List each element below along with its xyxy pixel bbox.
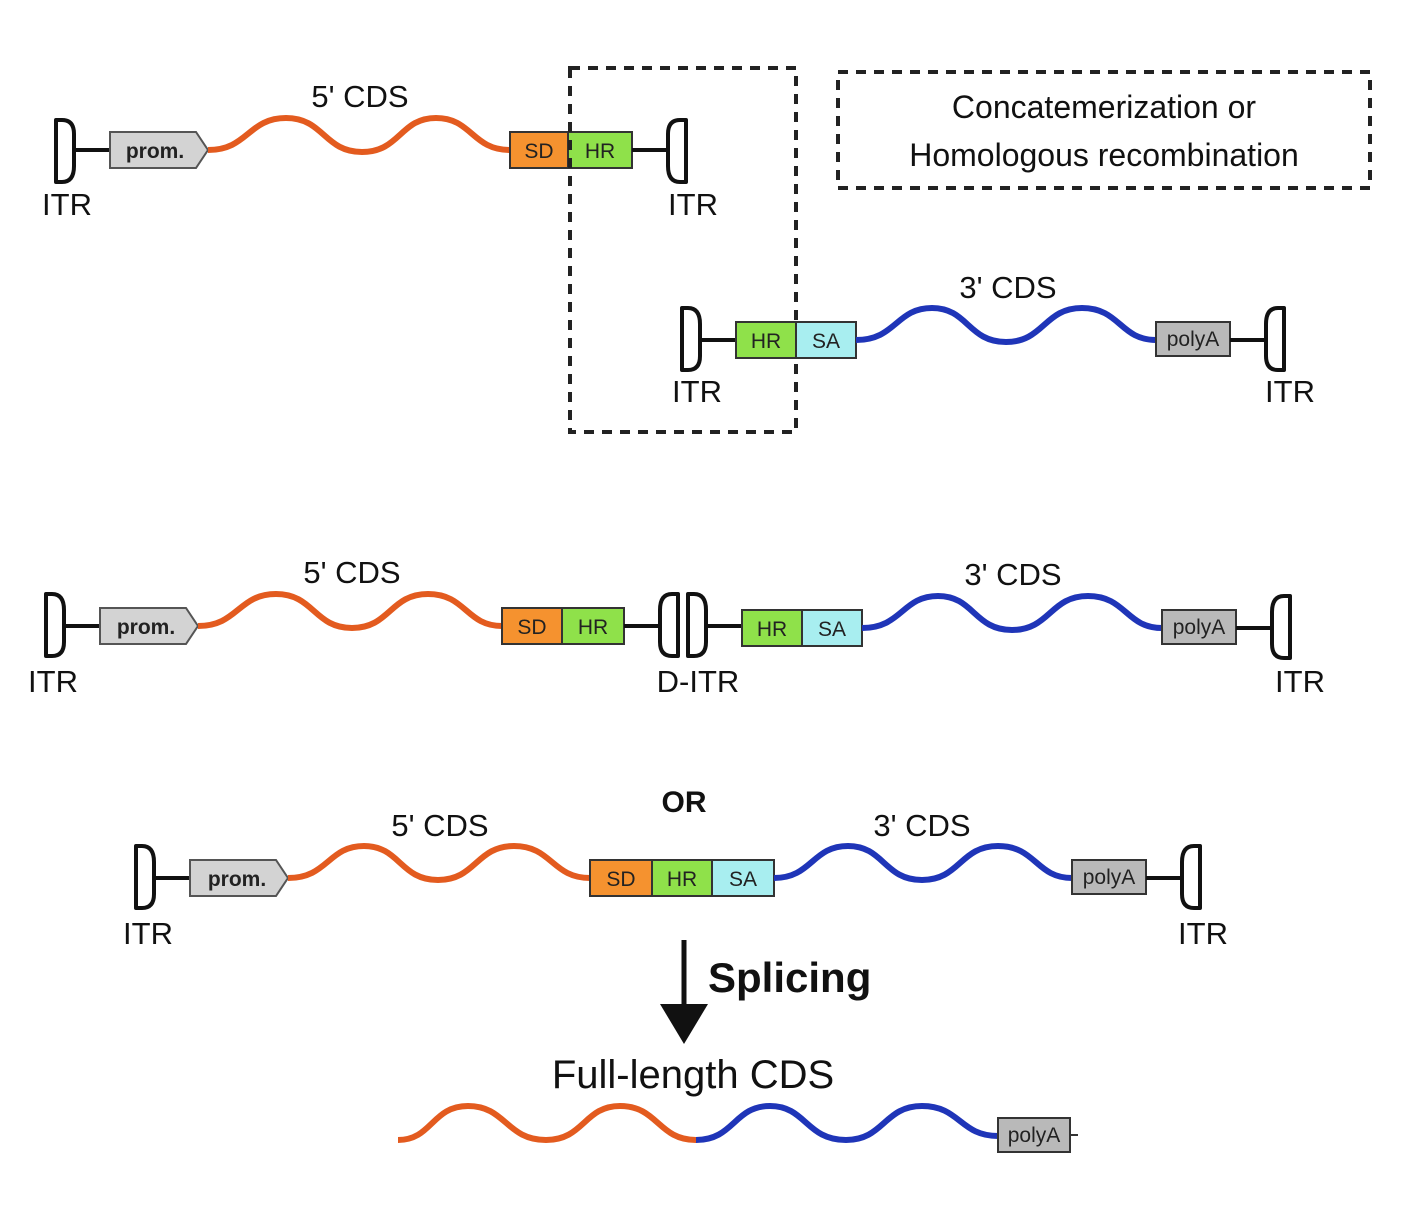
sa-label: SA xyxy=(818,618,846,641)
polya-label: polyA xyxy=(1083,866,1136,889)
recombined-construct: prom. SD HR SA polyA 5' CDS 3' CDS ITR I… xyxy=(123,808,1228,951)
itr-hairpin-icon xyxy=(680,306,736,372)
note-line-2: Homologous recombination xyxy=(909,137,1299,173)
itr-hairpin-icon xyxy=(1230,306,1286,372)
cds-5prime-wave xyxy=(197,590,503,632)
hr-label: HR xyxy=(667,868,697,891)
polya-box xyxy=(1161,609,1237,645)
polya-label: polyA xyxy=(1167,328,1220,351)
vector-3prime-top: HR SA polyA 3' CDS ITR ITR xyxy=(672,270,1315,409)
splicing-label: Splicing xyxy=(708,954,871,1001)
cds-3prime-wave xyxy=(773,842,1073,884)
itr-hairpin-icon xyxy=(134,844,190,910)
sd-box xyxy=(589,859,653,897)
d-itr-icon xyxy=(624,592,742,658)
itr-hairpin-icon xyxy=(54,118,110,184)
cds-5prime-wave xyxy=(397,1102,697,1144)
itr-hairpin-icon xyxy=(632,118,688,184)
or-label: OR xyxy=(662,786,707,819)
itr-label: ITR xyxy=(1275,664,1325,699)
hr-label: HR xyxy=(757,618,787,641)
hr-label: HR xyxy=(585,140,615,163)
itr-label: ITR xyxy=(672,374,722,409)
hr-box xyxy=(561,607,625,645)
splicing-step: Splicing xyxy=(660,940,871,1044)
concatemer-construct: prom. SD HR HR SA polyA 5' CDS 3' CDS IT… xyxy=(28,555,1325,699)
overlap-region-box xyxy=(568,66,798,434)
cds-3prime-wave xyxy=(855,304,1157,346)
cds-3prime-wave xyxy=(695,1102,999,1144)
hr-label: HR xyxy=(578,616,608,639)
sd-label: SD xyxy=(524,140,553,163)
cds-3prime-label: 3' CDS xyxy=(873,808,970,843)
itr-hairpin-icon xyxy=(1146,844,1202,910)
promoter-box xyxy=(109,131,210,169)
hr-box xyxy=(741,609,803,647)
sa-box xyxy=(801,609,863,647)
cds-5prime-label: 5' CDS xyxy=(311,79,408,114)
polya-label: polyA xyxy=(1173,616,1226,639)
cds-5prime-label: 5' CDS xyxy=(303,555,400,590)
d-itr-label: D-ITR xyxy=(657,664,740,699)
full-length-cds: Full-length CDS polyA xyxy=(397,1053,1078,1153)
sd-label: SD xyxy=(517,616,546,639)
itr-hairpin-icon xyxy=(44,592,100,658)
cds-5prime-label: 5' CDS xyxy=(391,808,488,843)
promoter-label: prom. xyxy=(117,616,175,639)
itr-label: ITR xyxy=(1265,374,1315,409)
cds-5prime-wave xyxy=(287,842,591,884)
sa-label: SA xyxy=(812,330,840,353)
promoter-box xyxy=(99,607,200,645)
promoter-label: prom. xyxy=(126,140,184,163)
mechanism-note: Concatemerization or Homologous recombin… xyxy=(836,70,1372,190)
vector-5prime-top: prom. SD HR 5' CDS ITR ITR xyxy=(42,79,718,222)
itr-label: ITR xyxy=(42,187,92,222)
cds-3prime-wave xyxy=(861,592,1163,634)
cds-5prime-wave xyxy=(207,114,511,156)
itr-label: ITR xyxy=(28,664,78,699)
itr-hairpin-icon xyxy=(1236,594,1292,660)
hr-label: HR xyxy=(751,330,781,353)
sd-label: SD xyxy=(606,868,635,891)
full-length-label: Full-length CDS xyxy=(552,1053,834,1097)
hr-box xyxy=(735,321,797,359)
promoter-label: prom. xyxy=(208,868,266,891)
sa-label: SA xyxy=(729,868,757,891)
polya-label: polyA xyxy=(1008,1124,1061,1147)
sa-box xyxy=(711,859,775,897)
cds-3prime-label: 3' CDS xyxy=(959,270,1056,305)
promoter-box xyxy=(189,859,290,897)
note-line-1: Concatemerization or xyxy=(952,89,1256,125)
cds-3prime-label: 3' CDS xyxy=(964,557,1061,592)
itr-label: ITR xyxy=(668,187,718,222)
polya-box xyxy=(997,1117,1071,1153)
itr-label: ITR xyxy=(1178,916,1228,951)
down-arrow-head xyxy=(660,1004,708,1044)
itr-label: ITR xyxy=(123,916,173,951)
sd-box xyxy=(501,607,563,645)
